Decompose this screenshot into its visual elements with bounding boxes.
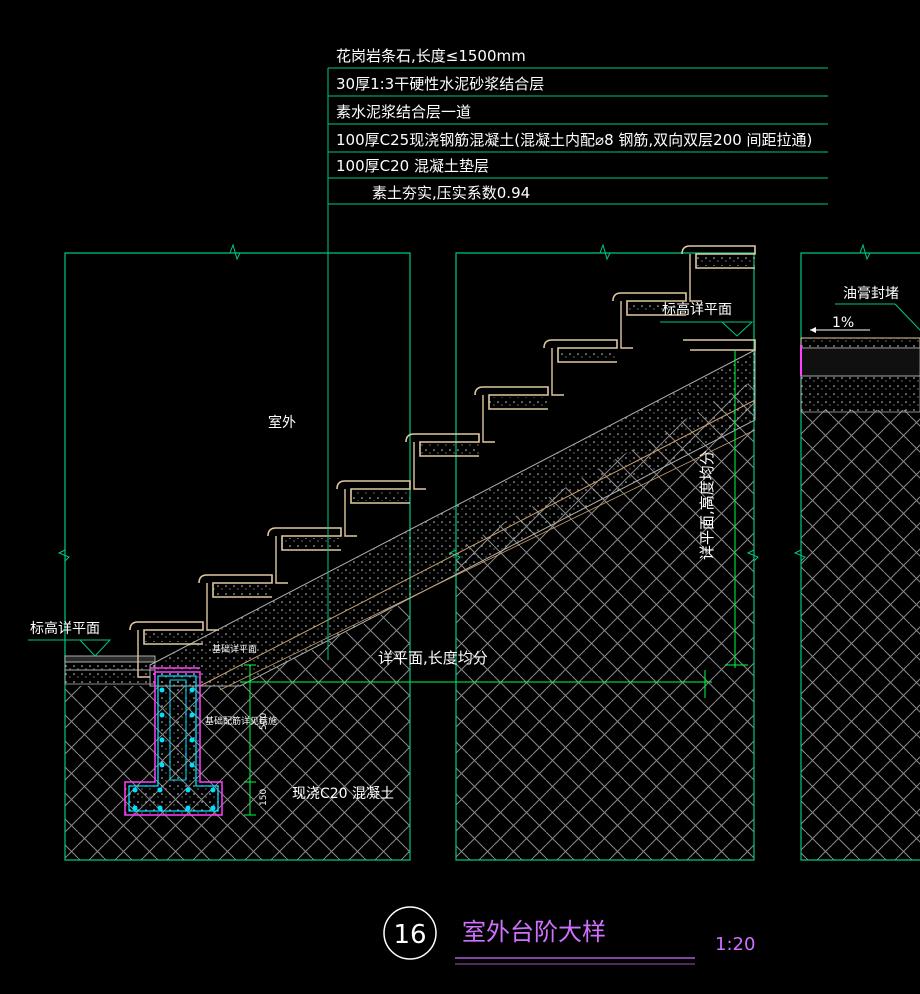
outdoor-label: 室外: [268, 414, 296, 431]
dim-150: 150: [259, 789, 269, 806]
ground-layers-left: [64, 655, 156, 685]
small-note-2: 基础配筋详见结施: [205, 715, 277, 727]
vertical-note: 详平面,高度均分: [698, 450, 716, 560]
concrete-label: 现浇C20 混凝土: [292, 786, 394, 802]
step-mortar: [489, 397, 548, 407]
layer-4: 100厚C25现浇钢筋混凝土(混凝土内配⌀8 钢筋,双向双层200 间距拉通): [336, 131, 812, 149]
elevation-right-label: 标高详平面: [662, 301, 732, 318]
step-tread: [681, 245, 756, 269]
oil-seal-marker: 油膏封堵 1%: [810, 285, 920, 333]
slope-label: 1%: [832, 315, 854, 331]
small-note-1: 基础详平面: [212, 643, 257, 655]
detail-number: 16: [393, 920, 426, 950]
dim-500: 500: [259, 713, 269, 730]
ground-layers-right: [800, 337, 920, 413]
step-tread: [474, 386, 549, 410]
layer-callout: [327, 67, 828, 660]
ground-hatch: [65, 380, 920, 860]
title-block: 16 室外台阶大样 1:20: [383, 906, 755, 965]
step-riser: [413, 442, 426, 490]
layer-5: 100厚C20 混凝土垫层: [336, 157, 489, 175]
detail-number-circle: [383, 906, 437, 960]
horizontal-dimension: 详平面,长度均分: [240, 649, 712, 698]
step-tread: [612, 292, 687, 316]
step-riser: [344, 489, 357, 537]
step-tread: [198, 574, 273, 598]
detail-scale: 1:20: [715, 934, 755, 955]
elevation-left-label: 标高详平面: [30, 620, 100, 637]
step-tread: [129, 621, 204, 645]
step-tread: [543, 339, 618, 363]
step-riser: [689, 254, 702, 302]
step-mortar: [282, 538, 341, 548]
step-riser: [620, 301, 633, 349]
layer-1: 花岗岩条石,长度≤1500mm: [336, 47, 526, 65]
stair-steps: [129, 245, 756, 678]
step-riser: [206, 583, 219, 631]
elevation-marker-left: 标高详平面: [28, 620, 112, 657]
horizontal-note: 详平面,长度均分: [378, 649, 488, 667]
vertical-dimension: 详平面,高度均分: [698, 350, 748, 668]
step-mortar: [420, 444, 479, 454]
detail-title: 室外台阶大样: [462, 918, 606, 946]
rebar-dots: [132, 687, 216, 811]
foundation-dimensions: 500 150 基础详平面 基础配筋详见结施 现浇C20 混凝土: [205, 643, 394, 816]
foundation: [124, 667, 223, 816]
layer-text: 花岗岩条石,长度≤1500mm 30厚1:3干硬性水泥砂浆结合层 素水泥浆结合层…: [336, 47, 812, 202]
step-tread: [267, 527, 342, 551]
step-tread: [336, 480, 411, 504]
oil-seal-label: 油膏封堵: [843, 285, 899, 302]
elevation-marker-right: 标高详平面: [660, 301, 754, 337]
step-tread: [405, 433, 480, 457]
step-mortar: [213, 585, 272, 595]
step-mortar: [696, 256, 755, 266]
step-mortar: [144, 632, 203, 642]
step-riser: [137, 630, 150, 678]
layer-6: 素土夯实,压实系数0.94: [372, 184, 530, 202]
step-riser: [482, 395, 495, 443]
step-riser: [275, 536, 288, 584]
step-mortar: [627, 303, 686, 313]
step-mortar: [351, 491, 410, 501]
layer-2: 30厚1:3干硬性水泥砂浆结合层: [336, 75, 544, 93]
step-mortar: [558, 350, 617, 360]
top-landing: [683, 339, 756, 351]
step-riser: [551, 348, 564, 396]
layer-3: 素水泥浆结合层一道: [336, 103, 471, 121]
